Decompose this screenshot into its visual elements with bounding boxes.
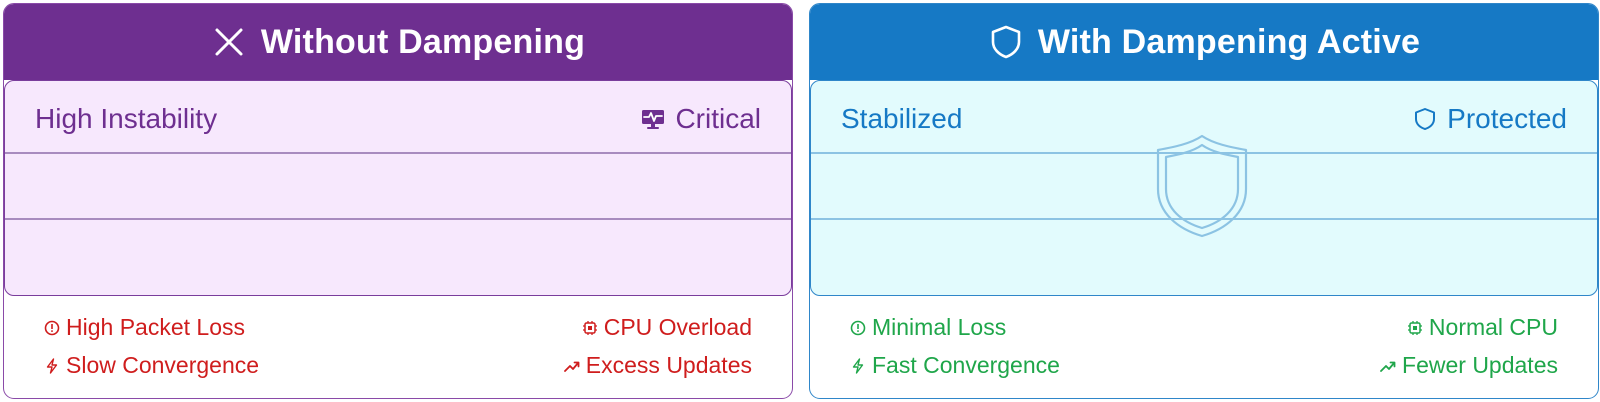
panel-title: With Dampening Active [1037, 22, 1421, 61]
panel-header: With Dampening Active [810, 4, 1598, 80]
metric-item: Fast Convergence [850, 352, 1060, 379]
alert-circle-icon [44, 320, 60, 335]
metric-item: Minimal Loss [850, 314, 1006, 341]
panel-header: Without Dampening [4, 4, 792, 80]
metric-item: Excess Updates [563, 352, 752, 379]
cpu-chip-icon [582, 320, 597, 335]
metrics-list: Minimal Loss Normal CPU Fast Convergence… [810, 296, 1598, 398]
metric-item: Normal CPU [1407, 314, 1558, 341]
status-badge: Protected [1413, 103, 1567, 135]
badge-label: Protected [1447, 103, 1567, 134]
divider-line [811, 218, 1597, 220]
trend-up-icon [563, 361, 580, 372]
metrics-list: High Packet Loss CPU Overload Slow Conve… [4, 296, 792, 398]
shield-icon [1415, 108, 1436, 130]
lightning-icon [852, 357, 864, 374]
metric-item: Fewer Updates [1380, 352, 1558, 379]
status-badge: Critical [641, 103, 761, 135]
trend-up-icon [1380, 361, 1396, 372]
badge-label: Critical [675, 103, 761, 134]
with-dampening-panel: With Dampening Active Stabilized Protect… [809, 3, 1599, 399]
instability-visualization: High Instability Critical [4, 80, 792, 296]
metric-item: High Packet Loss [44, 314, 245, 341]
shield-watermark-icon [1156, 134, 1248, 238]
monitor-pulse-icon [642, 110, 665, 129]
cpu-chip-icon [1407, 320, 1422, 335]
alert-circle-icon [850, 320, 866, 335]
lightning-icon [46, 357, 58, 374]
state-label: High Instability [35, 103, 218, 134]
stability-visualization: Stabilized Protected [810, 80, 1598, 296]
metric-item: Slow Convergence [44, 352, 259, 379]
panel-title: Without Dampening [260, 22, 586, 61]
divider-line [5, 152, 791, 154]
state-label: Stabilized [841, 103, 963, 134]
divider-line [5, 218, 791, 220]
without-dampening-panel: Without Dampening High Instability Criti… [3, 3, 793, 399]
metric-item: CPU Overload [582, 314, 752, 341]
divider-line [811, 152, 1597, 154]
shield-icon [991, 25, 1021, 59]
close-x-icon [215, 28, 243, 56]
